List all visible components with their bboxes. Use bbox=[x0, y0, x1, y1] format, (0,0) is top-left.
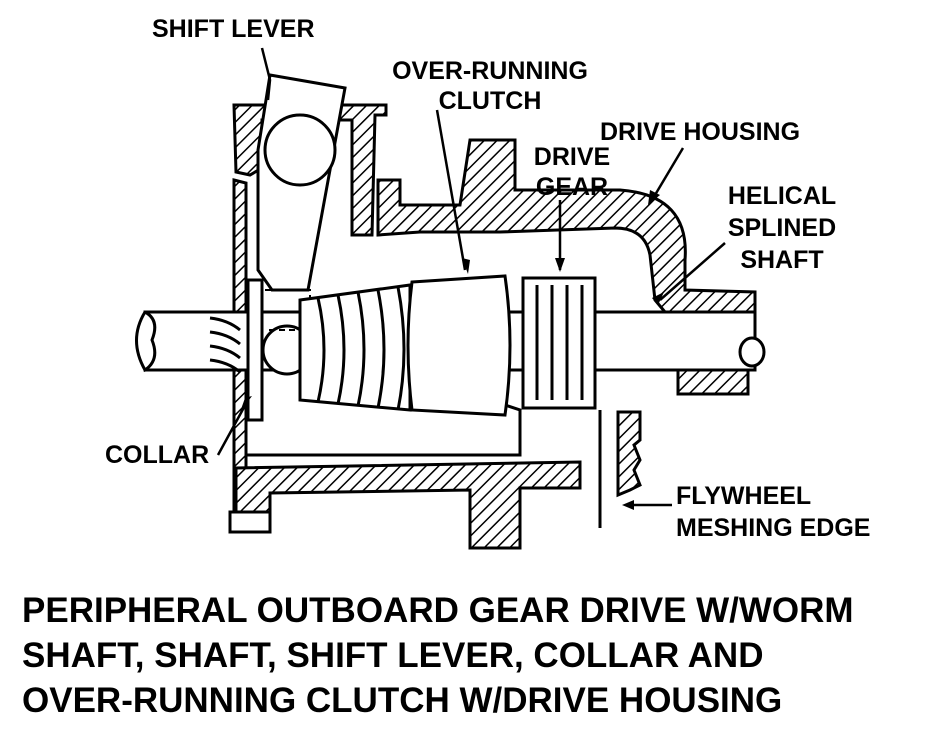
shaft-end-right bbox=[738, 336, 766, 368]
label-flywheel-meshing-edge-line1: FLYWHEEL bbox=[676, 482, 812, 510]
leader-arrowheads bbox=[240, 190, 664, 510]
bottom-foot bbox=[228, 510, 272, 534]
drive-gear-teeth bbox=[535, 285, 584, 400]
flywheel bbox=[616, 410, 642, 498]
shaft-splines bbox=[209, 316, 241, 374]
leader-lines bbox=[216, 47, 726, 507]
bottom-housing bbox=[234, 460, 582, 550]
label-overrunning-clutch-line1: OVER-RUNNING bbox=[392, 57, 588, 85]
worm-shaft bbox=[298, 283, 412, 412]
label-flywheel-meshing-edge-line2: MESHING EDGE bbox=[676, 514, 871, 542]
lower-inner-outline bbox=[246, 403, 522, 457]
label-drive-housing: DRIVE HOUSING bbox=[600, 118, 801, 146]
caption-line-2: SHAFT, SHAFT, SHIFT LEVER, COLLAR AND bbox=[22, 636, 764, 675]
drive-housing-lower-lip bbox=[676, 366, 750, 396]
label-overrunning-clutch: OVER-RUNNING CLUTCH bbox=[378, 56, 602, 116]
label-collar: COLLAR bbox=[105, 441, 210, 469]
drive-gear bbox=[521, 276, 597, 410]
label-drive-gear-line2: GEAR bbox=[535, 173, 609, 201]
label-helical-splined-shaft-line3: SHAFT bbox=[740, 246, 824, 274]
shaft-end-left bbox=[135, 310, 157, 373]
label-drive-gear: DRIVE GEAR bbox=[512, 142, 632, 202]
label-shift-lever: SHIFT LEVER bbox=[152, 15, 315, 43]
overrunning-clutch bbox=[406, 274, 512, 417]
label-flywheel-meshing-edge: FLYWHEEL MESHING EDGE bbox=[676, 480, 870, 544]
label-helical-splined-shaft-line1: HELICAL bbox=[727, 182, 837, 210]
caption-line-1: PERIPHERAL OUTBOARD GEAR DRIVE W/WORM bbox=[22, 591, 854, 630]
label-helical-splined-shaft-line2: SPLINED bbox=[727, 214, 837, 242]
figure-caption: PERIPHERAL OUTBOARD GEAR DRIVE W/WORM SH… bbox=[22, 588, 854, 723]
drive-housing bbox=[376, 138, 757, 320]
collar bbox=[246, 278, 264, 422]
end-frame bbox=[232, 103, 388, 237]
label-drive-gear-line1: DRIVE bbox=[533, 143, 611, 171]
caption-line-3: OVER-RUNNING CLUTCH W/DRIVE HOUSING bbox=[22, 681, 783, 720]
label-overrunning-clutch-line2: CLUTCH bbox=[438, 87, 542, 115]
shift-lever-pivot bbox=[263, 113, 337, 187]
label-helical-splined-shaft: HELICAL SPLINED SHAFT bbox=[712, 180, 852, 276]
